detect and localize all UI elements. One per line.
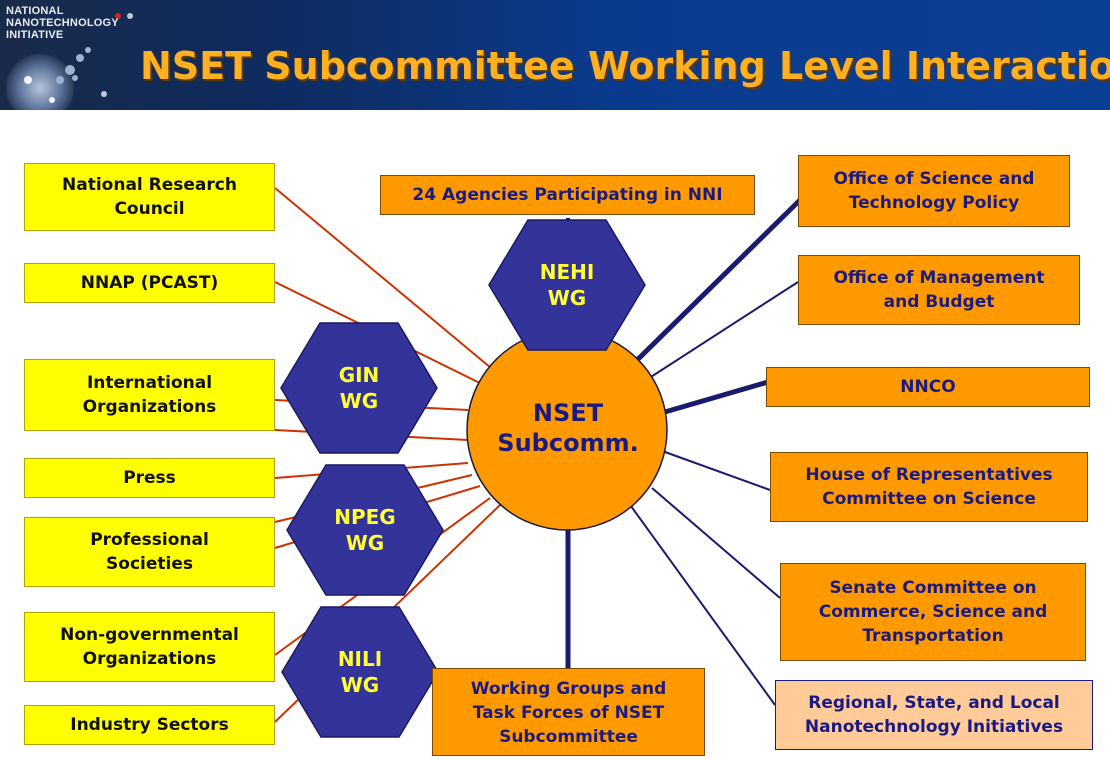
press-box: Press [24,458,275,498]
national-research-council-box: National Research Council [24,163,275,231]
box-label-line: Regional, State, and Local [808,693,1060,713]
box-label-line: and Budget [883,292,995,312]
connector-line [651,487,781,599]
connector-line [657,379,769,417]
npeg-wg-label: NPEG WG [315,500,415,560]
nehi-hexagon [488,219,646,351]
center-label-line: Subcomm. [497,429,639,457]
hex-label-line: GIN [338,363,380,387]
box-label-line: Non-governmental [60,625,239,645]
hex-label-line: NILI [337,647,383,671]
header-banner: NATIONAL NANOTECHNOLOGY INITIATIVE NSET … [0,0,1110,110]
box-label-line: NNAP (PCAST) [80,273,219,293]
non-governmental-organizations-box: Non-governmental Organizations [24,612,275,682]
box-label-line: Working Groups and [470,679,667,699]
logo-text: NATIONAL NANOTECHNOLOGY INITIATIVE [6,5,119,41]
senate-committee-box: Senate Committee on Commerce, Science an… [780,563,1086,661]
agencies-box: 24 Agencies Participating in NNI [380,175,755,215]
logo-line: NANOTECHNOLOGY [6,17,119,29]
box-label-line: Commerce, Science and [818,602,1048,622]
box-label-line: Press [123,468,176,488]
box-label-line: Task Forces of NSET [472,703,665,723]
professional-societies-box: Professional Societies [24,517,275,587]
hex-label-line: WG [345,531,385,555]
box-label-line: NNCO [900,377,956,397]
logo-line: NATIONAL [6,5,64,17]
box-label-line: Organizations [82,649,217,669]
hex-label-line: WG [340,673,380,697]
nni-logo-icon [6,13,133,110]
logo-line: INITIATIVE [6,29,64,41]
nnco-box: NNCO [766,367,1090,407]
regional-initiatives-box: Regional, State, and Local Nanotechnolog… [775,680,1093,750]
box-label-line: National Research [62,175,237,195]
ostp-box: Office of Science and Technology Policy [798,155,1070,227]
gin-hexagon [280,322,438,454]
house-committee-box: House of Representatives Committee on Sc… [770,452,1088,522]
hex-label-line: WG [547,286,587,310]
box-label-line: Subcommittee [499,727,638,747]
connector-line [664,451,771,491]
nehi-wg-label: NEHI WG [517,255,617,315]
box-label-line: Societies [106,554,193,574]
gin-wg-label: GIN WG [309,358,409,418]
npeg-hexagon [286,464,444,596]
center-label-line: NSET [532,399,604,427]
industry-sectors-box: Industry Sectors [24,705,275,745]
hex-label-line: NEHI [539,260,595,284]
box-label-line: Industry Sectors [70,715,229,735]
connector-line [627,501,776,706]
box-label-line: International [86,373,213,393]
box-label-line: Office of Management [833,268,1045,288]
nset-subcommittee-label: NSET Subcomm. [468,378,668,478]
box-label-line: Organizations [82,397,217,417]
box-label-line: Professional [90,530,209,550]
box-label-line: Transportation [862,626,1004,646]
box-label-line: Committee on Science [822,489,1036,509]
box-label-line: House of Representatives [805,465,1053,485]
box-label-line: Office of Science and [833,169,1035,189]
nili-wg-label: NILI WG [310,642,410,702]
box-label-line: Nanotechnology Initiatives [804,717,1064,737]
omb-box: Office of Management and Budget [798,255,1080,325]
hex-label-line: WG [339,389,379,413]
connector-line [274,187,504,379]
page-title: NSET Subcommittee Working Level Interact… [140,44,1110,88]
box-label-line: Council [114,199,185,219]
box-label-line: 24 Agencies Participating in NNI [412,185,723,205]
hex-label-line: NPEG [334,505,396,529]
box-label-line: Technology Policy [848,193,1020,213]
nnap-pcast-box: NNAP (PCAST) [24,263,275,303]
international-organizations-box: International Organizations [24,359,275,431]
connector-line [639,281,799,385]
working-groups-box: Working Groups and Task Forces of NSET S… [432,668,705,756]
box-label-line: Senate Committee on [829,578,1037,598]
connector-line [623,198,802,374]
